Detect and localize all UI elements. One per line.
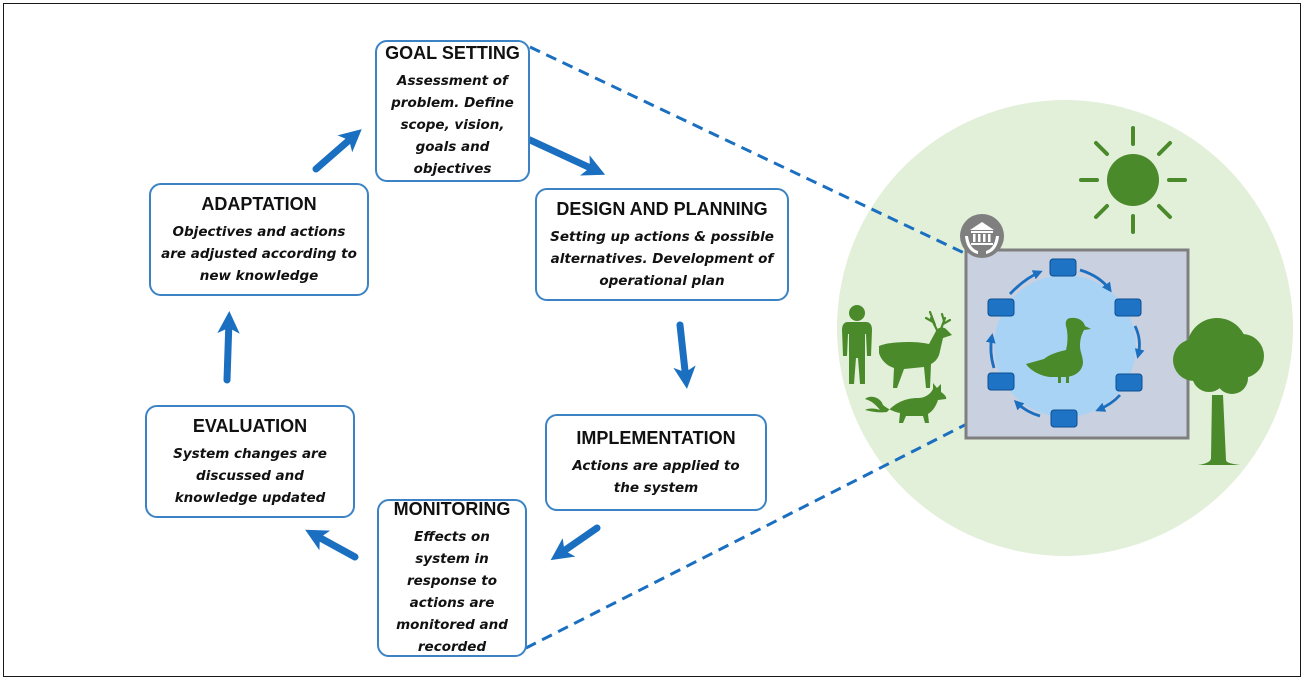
adaptation-title: ADAPTATION [201,193,317,214]
arrow-adaptation-to-goal [312,129,362,173]
figure-frame [3,3,1301,677]
goose-icon [1026,317,1091,383]
arrow-design-to-implementation [673,321,696,389]
inner-cycle-arrows [985,268,1145,418]
arrow-evaluation-to-adaptation [217,311,240,384]
arrow-monitoring-to-evaluation [305,529,359,561]
fox-icon [865,383,947,423]
implementation-box: IMPLEMENTATION Actions are applied to th… [545,414,767,511]
monitoring-description: Effects on system in response to actions… [396,529,508,655]
evaluation-title: EVALUATION [192,415,308,436]
design-planning-box: DESIGN AND PLANNING Setting up actions &… [535,188,789,301]
adaptation-description: Objectives and actions are adjusted acco… [161,223,357,284]
institution-hands-icon [960,214,1004,258]
evaluation-description: System changes are discussed and knowled… [173,445,327,506]
sun-icon [1079,126,1187,234]
habitat-circle [994,275,1136,417]
deer-icon [879,310,952,388]
goal-setting-box: GOAL SETTING Assessment of problem. Defi… [375,40,530,182]
human-icon [842,305,872,384]
design-planning-description: Setting up actions & possible alternativ… [550,228,774,289]
goal-setting-title: GOAL SETTING [385,43,520,63]
adaptation-box: ADAPTATION Objectives and actions are ad… [149,183,369,296]
arrow-implementation-to-monitoring [550,524,601,561]
monitoring-box: MONITORING Effects on system in response… [377,499,527,657]
dashed-connector-bottom [525,400,1011,650]
goal-setting-description: Assessment of problem. Define scope, vis… [391,73,514,177]
evaluation-box: EVALUATION System changes are discussed … [145,405,355,518]
design-planning-title: DESIGN AND PLANNING [556,198,768,219]
inner-cycle-nodes [987,258,1143,428]
monitoring-title: MONITORING [393,499,511,519]
implementation-title: IMPLEMENTATION [576,427,736,448]
tree-icon [1173,318,1264,465]
implementation-description: Actions are applied to the system [572,457,740,496]
dashed-connector-top [529,45,1001,272]
arrow-goal-to-design [526,136,606,176]
